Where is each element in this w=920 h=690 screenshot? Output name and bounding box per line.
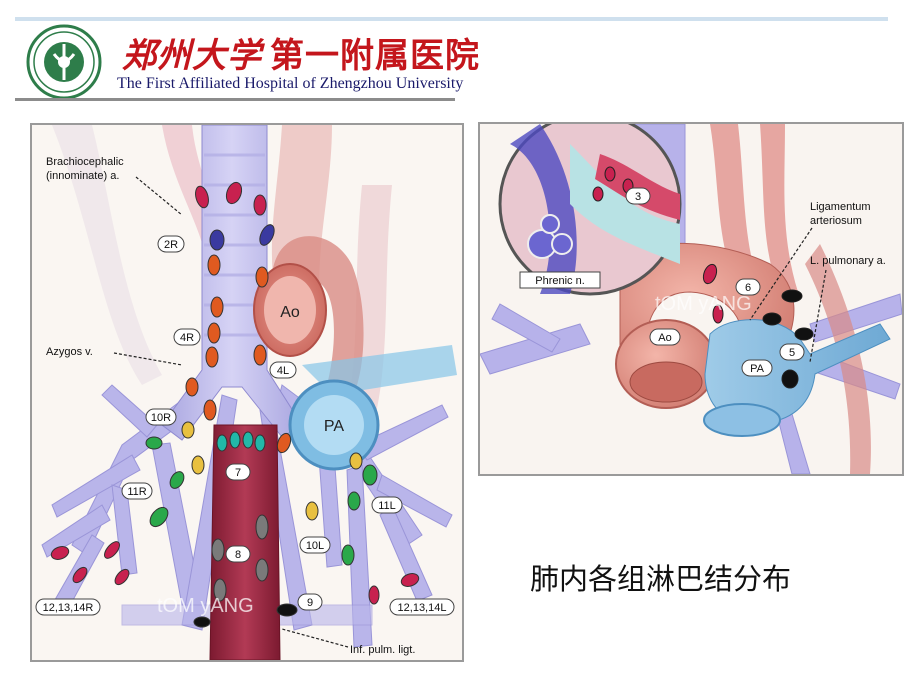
pa-label: PA bbox=[324, 418, 344, 435]
station-10l: 10L bbox=[299, 536, 331, 554]
mediastinal-lymph-node-diagram: Ao PA bbox=[30, 123, 464, 662]
svg-text:7: 7 bbox=[235, 467, 241, 479]
svg-text:10R: 10R bbox=[151, 412, 171, 424]
svg-text:10L: 10L bbox=[306, 540, 324, 552]
header-bottom-rule bbox=[15, 98, 455, 101]
ligamentum-label-line1: Ligamentum bbox=[810, 201, 871, 213]
left-diagram-svg: Ao PA bbox=[32, 125, 462, 660]
watermark-right: tOM yANG bbox=[655, 293, 752, 315]
station-4l: 4L bbox=[269, 361, 297, 379]
station-2r: 2R bbox=[157, 235, 185, 253]
inf-pulm-pointer bbox=[281, 628, 349, 648]
hospital-name-cn-2: 第一附属医院 bbox=[270, 38, 480, 75]
aortopulmonary-window-diagram: 3 Phrenic n. 6 5 Ao PA Ligamentum arteri… bbox=[478, 122, 904, 476]
header-top-rule bbox=[15, 17, 888, 21]
svg-text:4R: 4R bbox=[180, 332, 194, 344]
svg-text:12,13,14R: 12,13,14R bbox=[43, 602, 94, 614]
aorta-label: Ao bbox=[280, 304, 300, 321]
watermark-left: tOM yANG bbox=[157, 595, 254, 617]
slide-caption: 肺内各组淋巴结分布 bbox=[530, 562, 792, 596]
ao-label-right-group: Ao bbox=[649, 328, 681, 346]
azygos-label: Azygos v. bbox=[46, 346, 93, 358]
svg-text:5: 5 bbox=[789, 347, 795, 359]
svg-text:12,13,14L: 12,13,14L bbox=[398, 602, 447, 614]
hospital-name-en: The First Affiliated Hospital of Zhengzh… bbox=[117, 75, 464, 92]
station-11l: 11L bbox=[371, 496, 403, 514]
l-pulmonary-pointer bbox=[809, 269, 827, 363]
station-10r: 10R bbox=[145, 408, 177, 426]
station-6: 6 bbox=[735, 278, 761, 296]
svg-text:6: 6 bbox=[745, 282, 751, 294]
svg-text:9: 9 bbox=[307, 597, 313, 609]
station-12-13-14r: 12,13,14R bbox=[35, 598, 101, 616]
station-12-13-14l: 12,13,14L bbox=[389, 598, 455, 616]
station-9: 9 bbox=[297, 593, 323, 611]
station-4r: 4R bbox=[173, 328, 201, 346]
phrenic-label: Phrenic n. bbox=[535, 275, 585, 287]
hospital-logo bbox=[26, 24, 102, 100]
brachiocephalic-label-line2: (innominate) a. bbox=[46, 170, 119, 182]
station-11r: 11R bbox=[121, 482, 153, 500]
svg-text:PA: PA bbox=[750, 363, 765, 375]
hospital-name-cn: 郑州大学第一附属医院 bbox=[122, 28, 480, 77]
phrenic-inset: 3 Phrenic n. bbox=[498, 124, 682, 296]
svg-text:8: 8 bbox=[235, 549, 241, 561]
svg-text:4L: 4L bbox=[277, 365, 289, 377]
svg-text:Ao: Ao bbox=[658, 332, 671, 344]
azygos-pointer bbox=[113, 352, 183, 366]
svg-text:11L: 11L bbox=[378, 500, 396, 512]
hospital-name-cn-1: 郑州大学 bbox=[122, 38, 262, 75]
ligamentum-pointer bbox=[749, 227, 813, 321]
station-3-label: 3 bbox=[635, 191, 641, 203]
ligamentum-label-line2: arteriosum bbox=[810, 215, 862, 227]
pa-label-right-group: PA bbox=[741, 359, 773, 377]
right-diagram-svg: 3 Phrenic n. 6 5 Ao PA Ligamentum arteri… bbox=[480, 124, 902, 474]
brachiocephalic-label-line1: Brachiocephalic bbox=[46, 156, 124, 168]
station-8: 8 bbox=[225, 545, 251, 563]
svg-text:11R: 11R bbox=[127, 486, 146, 498]
inf-pulm-ligt-label: Inf. pulm. ligt. bbox=[350, 644, 415, 656]
station-7: 7 bbox=[225, 463, 251, 481]
station-5: 5 bbox=[779, 343, 805, 361]
svg-text:2R: 2R bbox=[164, 239, 178, 251]
l-pulmonary-label: L. pulmonary a. bbox=[810, 255, 886, 267]
